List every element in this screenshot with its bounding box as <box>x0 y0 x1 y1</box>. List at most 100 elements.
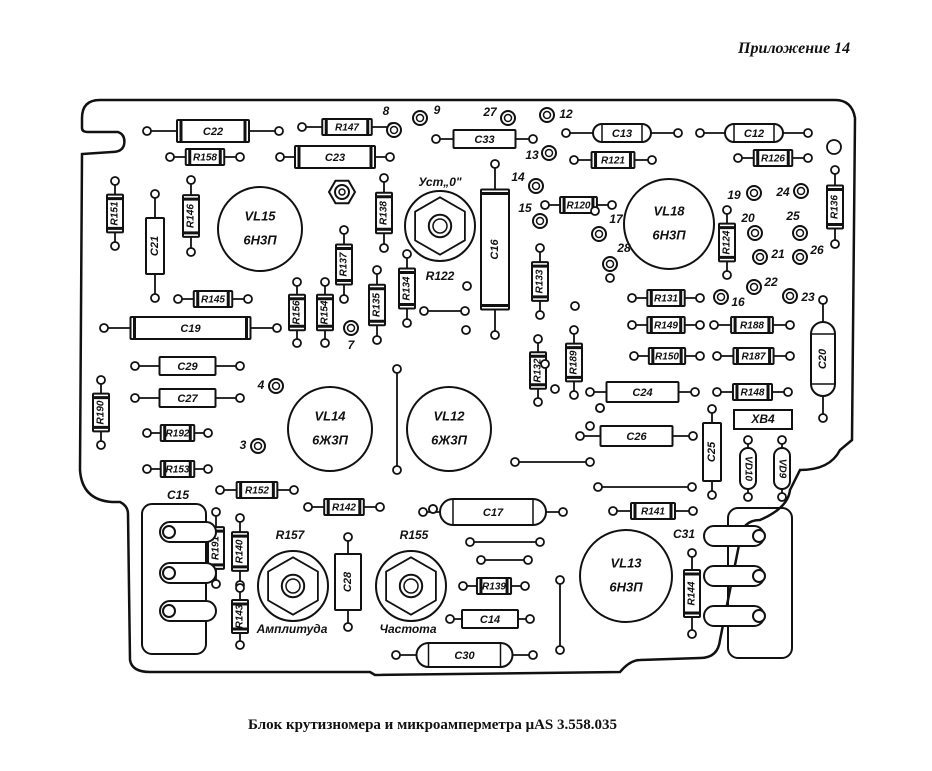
solder-pad <box>590 206 600 216</box>
jumper-wire <box>476 555 533 565</box>
solder-pad <box>803 128 813 138</box>
solder-pad <box>339 294 349 304</box>
board-outline <box>78 98 857 677</box>
solder-pad <box>445 614 455 624</box>
test-point-15: 15 <box>518 201 548 229</box>
capacitor-c29: C29 <box>130 356 245 376</box>
solder-pad <box>235 640 245 650</box>
test-point-label: 4 <box>257 378 265 392</box>
resistor-r144: R144 <box>683 548 701 639</box>
component-label: R144 <box>687 581 698 605</box>
solder-pad <box>215 485 225 495</box>
test-point-label: 26 <box>809 243 824 257</box>
component-label: R191 <box>211 536 222 560</box>
component-label: R189 <box>569 350 580 374</box>
component-label: R134 <box>402 276 413 300</box>
solder-pad <box>110 241 120 251</box>
solder-pad <box>130 361 140 371</box>
solder-pad <box>419 306 429 316</box>
solder-pad <box>535 310 545 320</box>
solder-pad <box>647 155 657 165</box>
component-label: R148 <box>741 388 765 399</box>
tube-type: 6Н3П <box>652 227 686 242</box>
solder-pad <box>391 650 401 660</box>
solder-pad <box>142 126 152 136</box>
solder-pad <box>490 330 500 340</box>
connector-xb4: XB4 <box>733 409 793 430</box>
tube-socket <box>287 386 373 472</box>
component-label: R138 <box>379 201 390 225</box>
figure-caption: Блок крутизномера и микроамперметра μAS … <box>248 717 617 733</box>
component-label: C28 <box>342 571 354 592</box>
capacitor-c25: C25 <box>702 404 722 500</box>
solder-pad <box>830 239 840 249</box>
solder-pad <box>375 502 385 512</box>
jumper-wire <box>595 403 605 413</box>
solder-pad <box>818 413 828 423</box>
solder-pad <box>561 128 571 138</box>
component-label: C15 <box>167 488 189 502</box>
solder-pad <box>460 306 470 316</box>
test-point-label: 15 <box>518 201 532 215</box>
resistor-r148: R148 <box>712 383 793 401</box>
resistor-r142: R142 <box>303 498 385 516</box>
solder-pad <box>707 404 717 414</box>
test-point-label: 7 <box>348 338 356 352</box>
solder-pad <box>235 583 245 593</box>
component-label: R131 <box>654 294 678 305</box>
component-label: C22 <box>203 126 223 138</box>
solder-pad <box>785 320 795 330</box>
solder-pad <box>235 152 245 162</box>
resistor-r192: R192 <box>142 424 213 442</box>
component-label: C24 <box>632 387 652 399</box>
component-label: R192 <box>166 429 190 440</box>
component-label: C21 <box>149 236 161 256</box>
solder-pad <box>535 243 545 253</box>
solder-pad <box>392 465 402 475</box>
component-label: R149 <box>654 321 678 332</box>
component-label: R132 <box>533 358 544 382</box>
solder-pad <box>830 165 840 175</box>
solder-pad <box>687 629 697 639</box>
test-point-27: 27 <box>482 105 516 126</box>
resistor-r141: R141 <box>608 502 698 520</box>
test-point-label: 28 <box>616 241 631 255</box>
component-label: R133 <box>535 269 546 293</box>
test-point-4: 4 <box>257 378 284 394</box>
resistor-r121: R121 <box>569 151 657 169</box>
test-point-20: 20 <box>740 211 763 241</box>
component-label: R136 <box>830 195 841 219</box>
solder-pad <box>510 457 520 467</box>
resistor-r126: R126 <box>733 149 813 167</box>
solder-pad <box>569 390 579 400</box>
solder-pad <box>607 200 617 210</box>
capacitor-c14: C14 <box>445 609 535 629</box>
component-label: C13 <box>612 128 632 140</box>
test-point-8: 8 <box>383 104 402 138</box>
solder-pad <box>110 176 120 186</box>
resistor-r134: R134 <box>398 249 416 328</box>
solder-pad <box>272 323 282 333</box>
solder-pad <box>96 440 106 450</box>
test-point-label: 8 <box>383 104 390 118</box>
component-label: R135 <box>372 293 383 317</box>
potentiometer-ref: R157 <box>276 528 306 542</box>
test-point-21: 21 <box>752 247 785 265</box>
resistor-r132: R132 <box>529 334 547 407</box>
component-label: R140 <box>235 539 246 563</box>
solder-pad <box>203 464 213 474</box>
capacitor-c23: C23 <box>275 145 395 169</box>
solder-pad <box>173 294 183 304</box>
component-label: R137 <box>339 252 350 276</box>
test-point-22: 22 <box>746 275 778 295</box>
resistor-r158: R158 <box>165 148 245 166</box>
solder-pad <box>569 155 579 165</box>
component-label: R126 <box>761 154 785 165</box>
solder-pad <box>595 403 605 413</box>
solder-pad <box>629 351 639 361</box>
test-point-7: 7 <box>343 320 359 352</box>
solder-pad <box>476 555 486 565</box>
test-point-14: 14 <box>511 170 544 194</box>
solder-pad <box>712 387 722 397</box>
